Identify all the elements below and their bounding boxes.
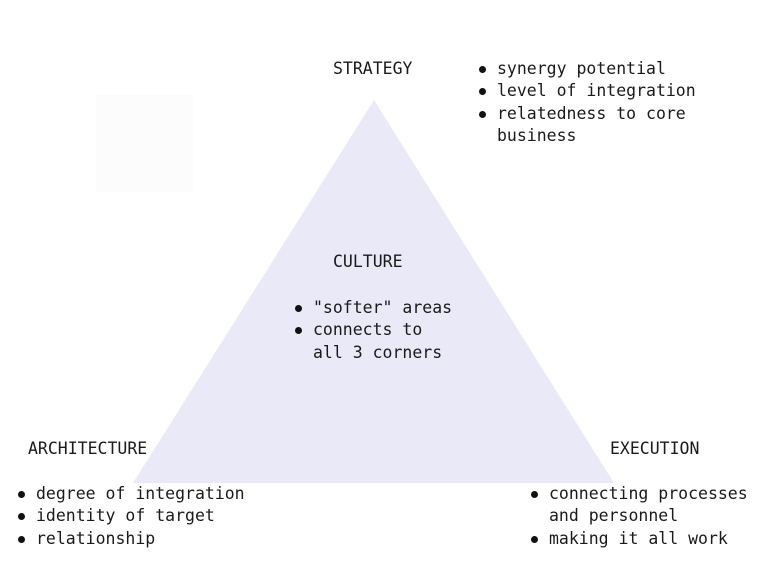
strategy-bullet-list: synergy potential level of integration r…	[479, 58, 696, 148]
bullet-text: identity of target	[36, 506, 215, 526]
bullet-dot-icon	[531, 491, 538, 498]
bullet-text: connecting processes and personnel	[549, 484, 748, 526]
bullet-item: connecting processes and personnel	[531, 483, 748, 528]
architecture-label: ARCHITECTURE	[28, 439, 148, 458]
bullet-text: relatedness to core business	[497, 103, 686, 146]
bullet-item: synergy potential	[479, 58, 696, 80]
bullet-text: making it all work	[549, 528, 728, 548]
bullet-text: synergy potential	[497, 59, 666, 78]
triangle-polygon	[133, 100, 614, 483]
bullet-item: relatedness to core business	[479, 103, 696, 148]
bullet-dot-icon	[479, 66, 486, 73]
architecture-bullet-list: degree of integration identity of target…	[18, 483, 245, 550]
bullet-dot-icon	[295, 327, 302, 335]
strategy-label: STRATEGY	[333, 59, 413, 78]
triangle-shape	[133, 100, 614, 483]
bullet-item: identity of target	[18, 505, 245, 527]
bullet-item: "softer" areas	[295, 297, 452, 319]
bullet-item: level of integration	[479, 80, 696, 102]
bullet-dot-icon	[295, 305, 302, 312]
bullet-dot-icon	[18, 491, 25, 498]
bullet-item: degree of integration	[18, 483, 245, 505]
bullet-dot-icon	[18, 513, 25, 521]
bullet-dot-icon	[531, 535, 538, 543]
bullet-dot-icon	[18, 535, 25, 543]
bullet-text: degree of integration	[36, 484, 245, 503]
bullet-text: relationship	[36, 528, 156, 548]
execution-label: EXECUTION	[610, 439, 700, 458]
execution-bullet-list: connecting processes and personnel makin…	[531, 483, 748, 550]
bullet-item: making it all work	[531, 528, 748, 550]
bullet-text: level of integration	[497, 81, 696, 101]
bullet-dot-icon	[479, 88, 486, 96]
bullet-text: connects to all 3 corners	[313, 320, 443, 362]
bullet-item: relationship	[18, 528, 245, 550]
bullet-dot-icon	[479, 110, 486, 118]
bullet-text: "softer" areas	[313, 298, 453, 317]
bullet-item: connects to all 3 corners	[295, 319, 452, 364]
faint-background-square	[96, 95, 193, 192]
culture-bullet-list: "softer" areas connects to all 3 corners	[295, 297, 452, 364]
culture-label: CULTURE	[333, 252, 403, 271]
